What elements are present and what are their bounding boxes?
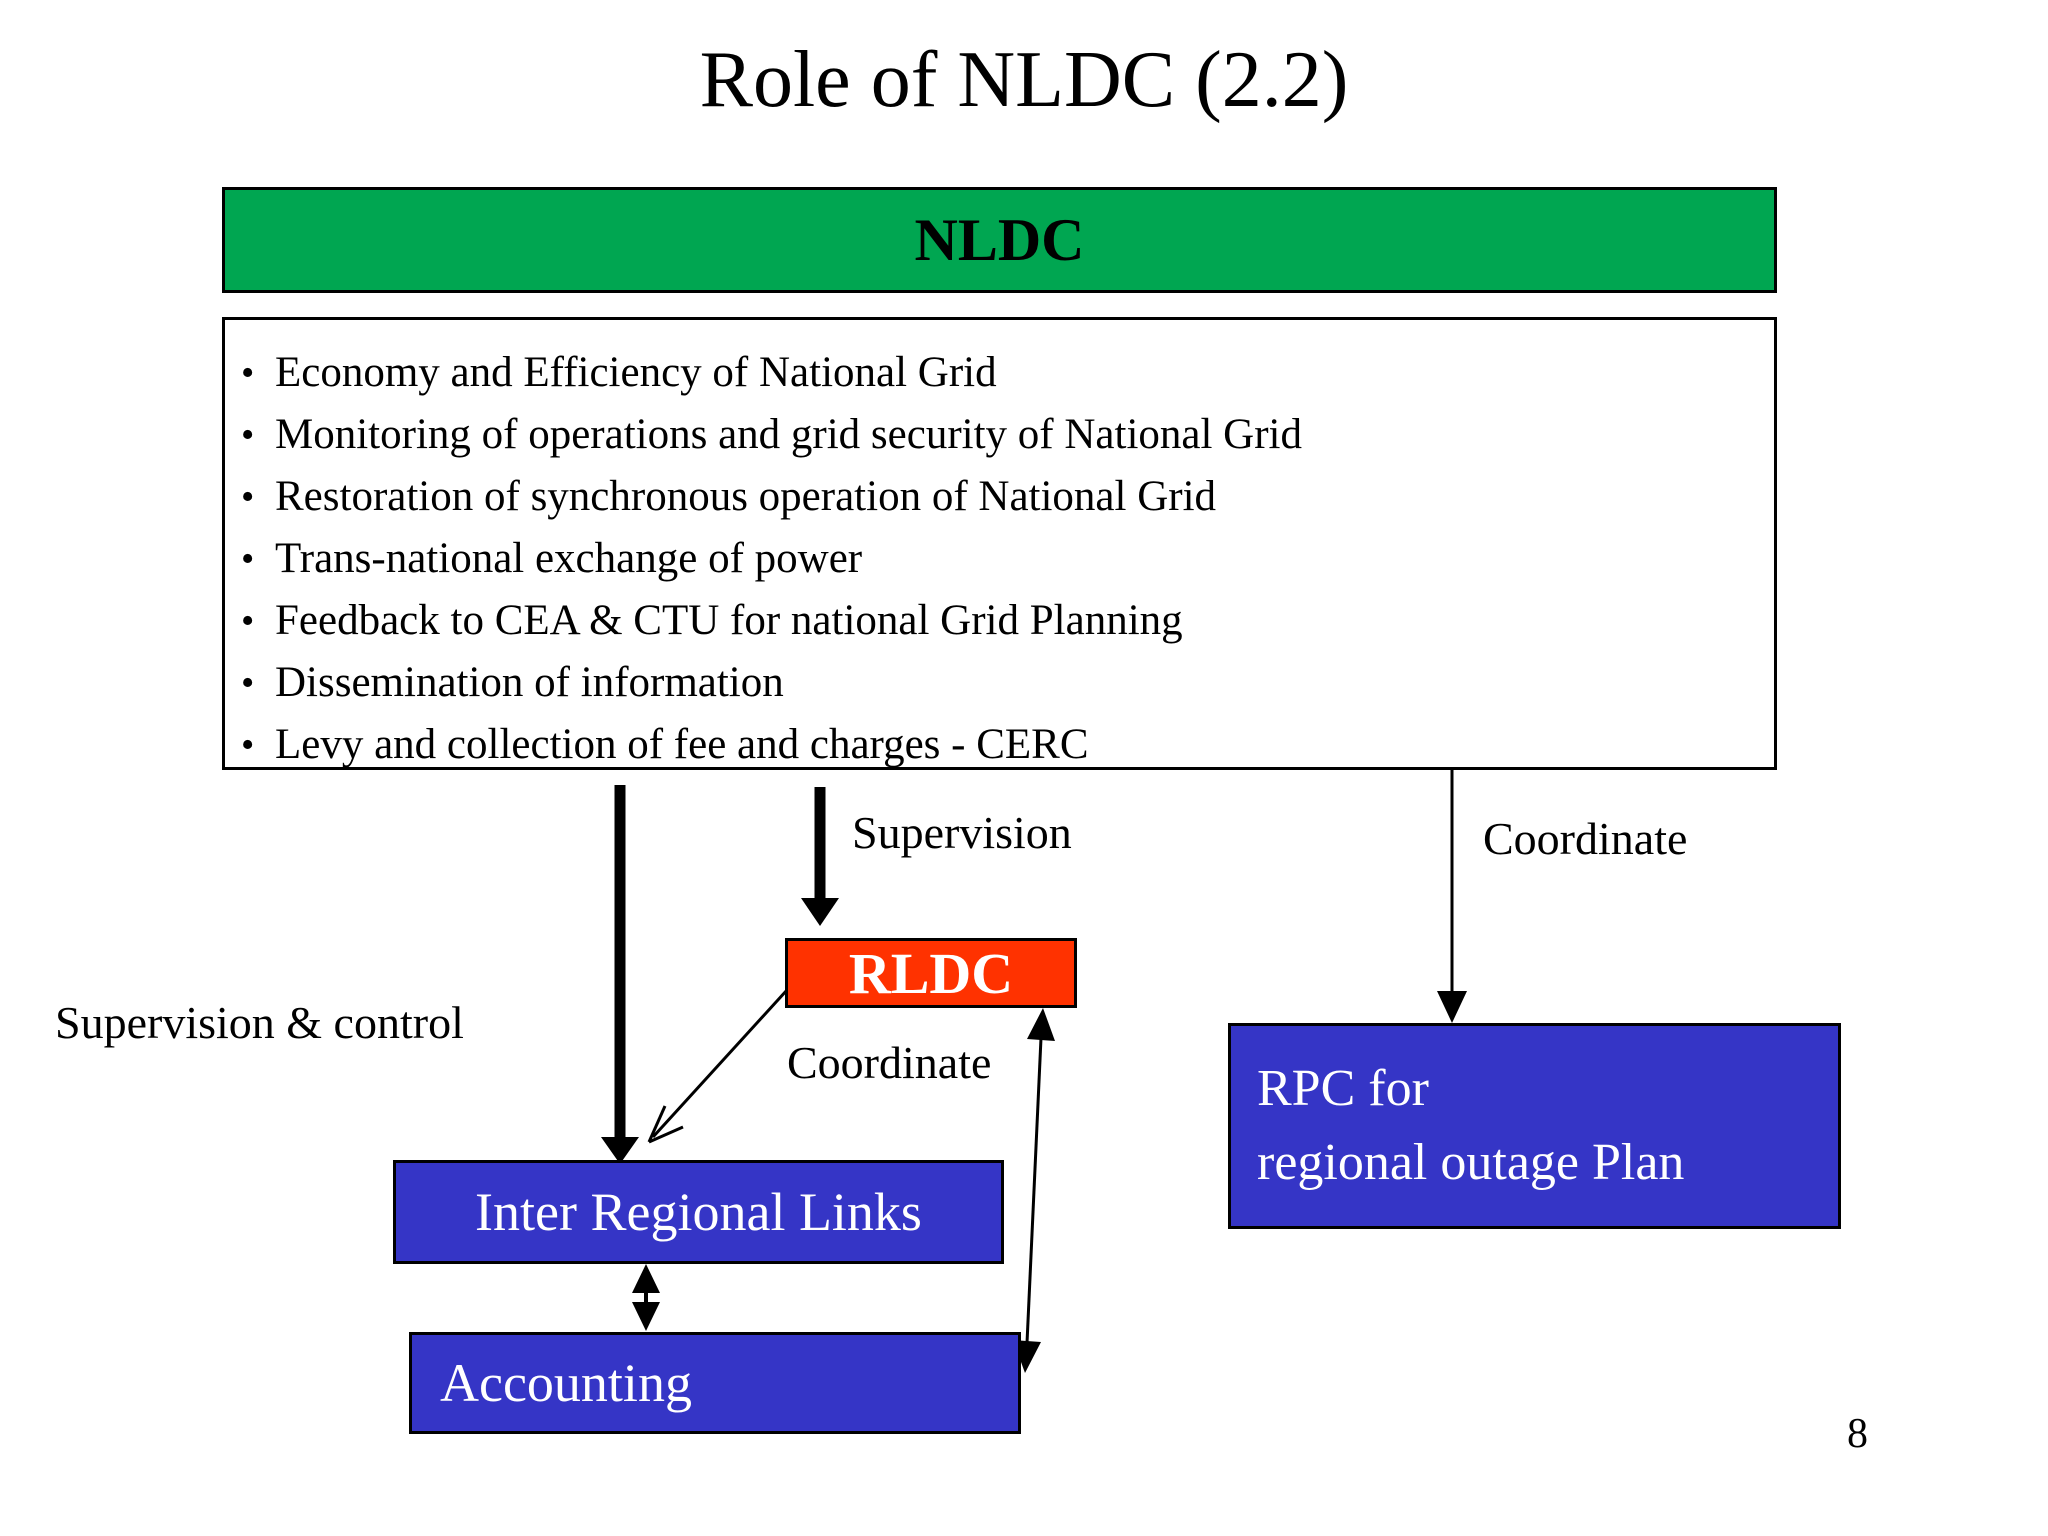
accounting-label: Accounting — [440, 1353, 692, 1413]
page-title: Role of NLDC (2.2) — [699, 36, 1349, 124]
links-accounting-arrow — [632, 1264, 660, 1331]
list-item: Dissemination of information — [241, 652, 1764, 714]
coordinate-rpc-arrow — [1437, 769, 1467, 1023]
supervision-control-label: Supervision & control — [55, 997, 464, 1048]
nldc-box: NLDC — [222, 187, 1777, 293]
rpc-label-line1: RPC for — [1257, 1060, 1429, 1117]
accounting-box: Accounting — [409, 1332, 1021, 1434]
rldc-to-links-arrow — [647, 988, 789, 1144]
nldc-functions-panel: Economy and Efficiency of National Grid … — [222, 317, 1777, 776]
list-item: Economy and Efficiency of National Grid — [241, 342, 1764, 404]
rldc-box-label: RLDC — [848, 940, 1014, 1006]
nldc-functions-list: Economy and Efficiency of National Grid … — [225, 320, 1774, 776]
supervision-arrow — [801, 787, 839, 926]
supervision-label: Supervision — [852, 807, 1072, 858]
list-item: Feedback to CEA & CTU for national Grid … — [241, 590, 1764, 652]
inter-regional-links-box: Inter Regional Links — [393, 1160, 1004, 1264]
rldc-box: RLDC — [785, 938, 1077, 1008]
rpc-box: RPC for regional outage Plan — [1228, 1023, 1841, 1229]
list-item: Restoration of synchronous operation of … — [241, 466, 1764, 528]
nldc-box-label: NLDC — [914, 206, 1085, 273]
rldc-accounting-arrow — [1013, 1008, 1055, 1373]
supervision-control-arrow — [601, 785, 639, 1164]
inter-regional-links-label: Inter Regional Links — [475, 1182, 922, 1242]
list-item: Levy and collection of fee and charges -… — [241, 714, 1764, 776]
page-number: 8 — [1847, 1411, 1868, 1457]
coordinate-rldc-label: Coordinate — [787, 1037, 992, 1088]
rpc-label-line2: regional outage Plan — [1257, 1134, 1685, 1191]
coordinate-rpc-label: Coordinate — [1483, 813, 1688, 864]
list-item: Trans-national exchange of power — [241, 528, 1764, 590]
list-item: Monitoring of operations and grid securi… — [241, 404, 1764, 466]
